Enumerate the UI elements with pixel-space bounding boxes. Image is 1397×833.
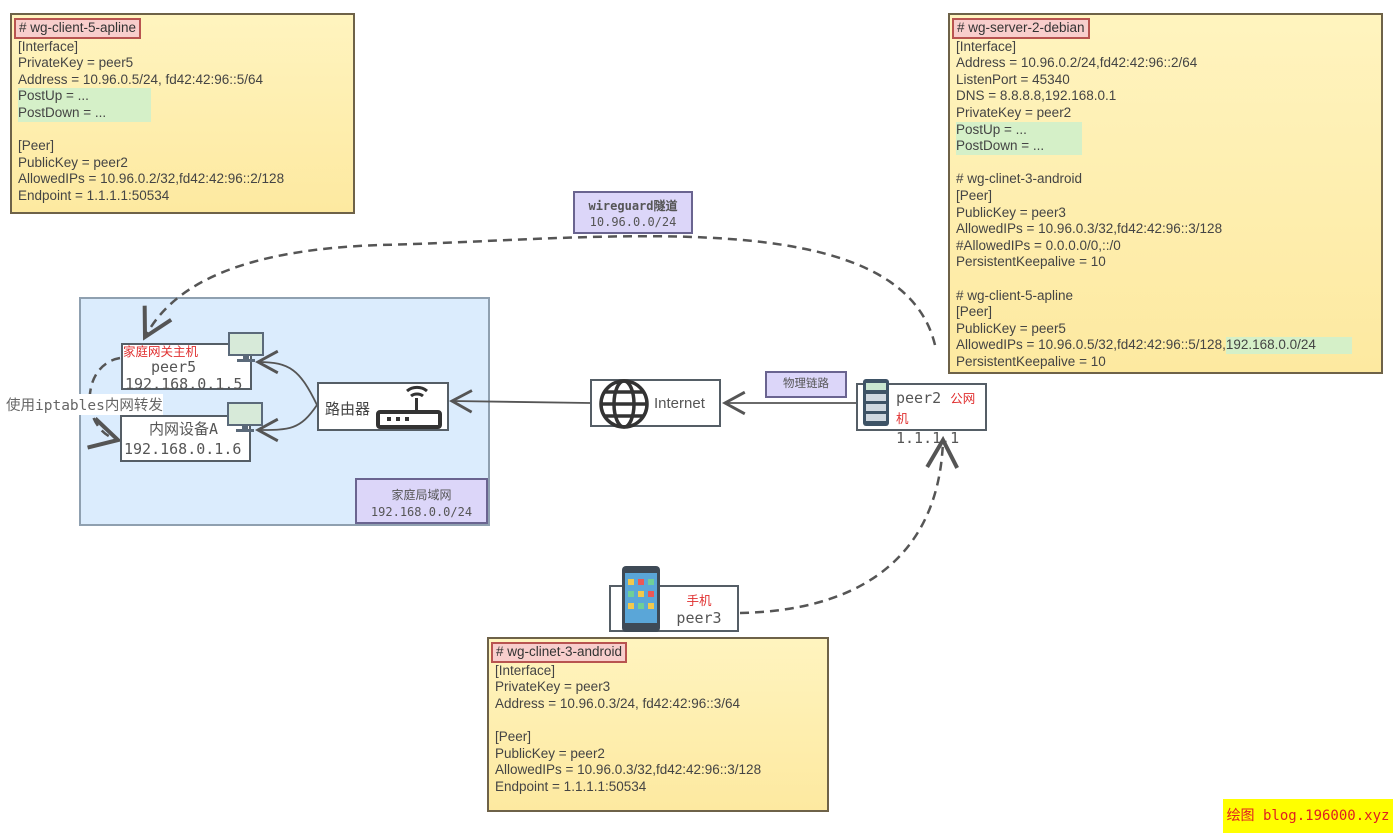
gateway-host[interactable]: 家庭网关主机 peer5 192.168.0.1.5 (121, 343, 252, 393)
gateway-role: 家庭网关主机 (123, 345, 199, 359)
config-line: Endpoint = 1.1.1.1:50534 (18, 187, 170, 203)
phone-peer: peer3 (676, 609, 722, 627)
config-line: [Peer] (495, 728, 532, 744)
config-line: Endpoint = 1.1.1.1:50534 (495, 778, 647, 794)
config-line: ListenPort = 45340 (956, 71, 1070, 87)
internet-router-link (448, 389, 591, 414)
router-label: 路由器 (325, 401, 371, 418)
config-line: AllowedIPs = 10.96.0.3/32,fd42:42:96::3/… (495, 762, 762, 778)
config-line: PersistentKeepalive = 10 (956, 254, 1106, 270)
lan-name: 家庭局域网 (391, 488, 452, 502)
monitor-icon (228, 332, 264, 369)
allowed-ip-highlight: 192.168.0.0/24 (1225, 337, 1352, 354)
internet-label: Internet (654, 395, 705, 412)
config-line: [Peer] (956, 187, 993, 203)
phone-tunnel-arrow (739, 435, 959, 615)
note-title: # wg-client-5-apline (14, 18, 142, 39)
lan-subnet: 192.168.0.0/24 (370, 505, 473, 519)
server-icon (862, 378, 890, 433)
config-line: [Peer] (18, 138, 55, 154)
gateway-ip: 192.168.0.1.5 (125, 375, 243, 393)
config-line: AllowedIPs = 10.96.0.2/32,fd42:42:96::2/… (18, 171, 285, 187)
internet[interactable]: Internet (590, 379, 721, 429)
config-line: [Interface] (956, 38, 1017, 54)
note-title: # wg-server-2-debian (952, 18, 1090, 39)
config-line (18, 122, 347, 139)
phone-role: 手机 (686, 594, 712, 608)
config-line: PostDown = ... (956, 138, 1082, 155)
tunnel-arrow (142, 234, 937, 346)
server2-config-note: # wg-server-2-debian [Interface] Address… (948, 13, 1383, 374)
config-line: PrivateKey = peer5 (18, 55, 134, 71)
config-line: # wg-clinet-3-android (956, 171, 1083, 187)
config-line: Address = 10.96.0.5/24, fd42:42:96::5/64 (18, 71, 264, 87)
smartphone-icon (621, 565, 661, 638)
note-title: # wg-clinet-3-android (491, 642, 628, 663)
device-a-ip: 192.168.0.1.6 (124, 440, 242, 458)
config-line (495, 712, 821, 729)
forward-label: 使用iptables内网转发 (6, 394, 163, 415)
server-peer: peer2 (896, 389, 942, 407)
config-line: AllowedIPs = 10.96.0.5/32,fd42:42:96::5/… (956, 337, 1375, 354)
config-line: PublicKey = peer3 (956, 204, 1066, 220)
config-line: PublicKey = peer5 (956, 320, 1066, 336)
router-icon (376, 385, 442, 429)
router-gateway-link (254, 349, 318, 406)
config-line: # wg-client-5-apline (956, 287, 1074, 303)
config-line: Address = 10.96.0.2/24,fd42:42:96::2/64 (956, 55, 1198, 71)
watermark: 绘图 blog.196000.xyz (1223, 799, 1393, 833)
router-devicea-link (254, 404, 318, 443)
monitor-icon (227, 402, 263, 439)
forward-arrow (87, 356, 123, 450)
config-line (956, 271, 1375, 288)
config-text: AllowedIPs = 10.96.0.5/32,fd42:42:96::5/… (956, 337, 1226, 353)
config-line: PersistentKeepalive = 10 (956, 353, 1106, 369)
client5-config-note: # wg-client-5-apline [Interface] Private… (10, 13, 355, 214)
server-ip: 1.1.1.1 (896, 429, 960, 447)
tunnel-name: wireguard隧道 (588, 199, 678, 213)
config-line: AllowedIPs = 10.96.0.3/32,fd42:42:96::3/… (956, 221, 1223, 237)
config-line: PostDown = ... (18, 104, 151, 122)
router[interactable]: 路由器 (317, 382, 449, 431)
config-line: [Interface] (495, 662, 556, 678)
config-line: PublicKey = peer2 (18, 154, 128, 170)
physical-link-label: 物理链路 (765, 371, 847, 398)
config-line: PostUp = ... (18, 88, 151, 105)
globe-icon (599, 379, 649, 429)
config-line: [Interface] (18, 38, 79, 54)
config-line (956, 155, 1375, 172)
lan-label: 家庭局域网 192.168.0.0/24 (355, 478, 488, 524)
gateway-peer: peer5 (151, 358, 197, 376)
config-line: PostUp = ... (956, 121, 1082, 139)
config-line: #AllowedIPs = 0.0.0.0/0,::/0 (956, 237, 1121, 253)
config-line: PublicKey = peer2 (495, 745, 605, 761)
tunnel-label: wireguard隧道 10.96.0.0/24 (573, 191, 693, 234)
android-config-note: # wg-clinet-3-android [Interface] Privat… (487, 637, 829, 812)
config-line: PrivateKey = peer2 (956, 104, 1072, 120)
config-line: DNS = 8.8.8.8,192.168.0.1 (956, 88, 1117, 104)
device-a-name: 内网设备A (149, 420, 219, 438)
tunnel-subnet: 10.96.0.0/24 (589, 215, 677, 229)
config-line: [Peer] (956, 304, 993, 320)
config-line: Address = 10.96.0.3/24, fd42:42:96::3/64 (495, 695, 741, 711)
server-role: 公网机 (896, 392, 976, 426)
config-line: PrivateKey = peer3 (495, 679, 611, 695)
